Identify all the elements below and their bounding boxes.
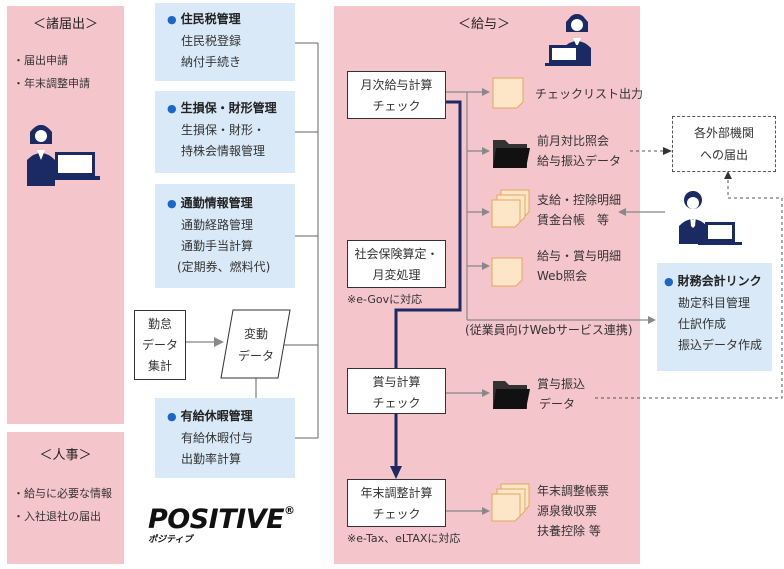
songai-box: ●生損保・財形管理 生損保・財形・ 持株会情報管理 — [155, 91, 295, 173]
web-line: Web照会 — [537, 269, 588, 283]
jinji-panel: ＜人事＞ ・給与に必要な情報 ・入社退社の届出 — [7, 432, 124, 564]
yukyu-box: ●有給休暇管理 有給休暇付与 出勤率計算 — [155, 398, 295, 478]
tsukin-title: 通勤情報管理 — [180, 196, 253, 210]
meisai-line: 賃金台帳 等 — [537, 213, 610, 227]
songai-title: 生損保・財形管理 — [180, 101, 277, 115]
tsukin-line: 通勤手当計算 — [181, 239, 254, 253]
zaimu-title: 財務会計リンク — [677, 274, 762, 288]
shoshodoke-panel: ＜諸届出＞ ・届出申請 ・年末調整申請 — [7, 6, 124, 424]
tsukin-box: ●通勤情報管理 通勤経路管理 通勤手当計算 (定期券、燃料代) — [155, 184, 295, 288]
shoyo-line: チェック — [372, 396, 421, 410]
jinji-title: ＜人事＞ — [39, 448, 92, 463]
zaimu-line: 振込データ作成 — [678, 338, 763, 352]
shoshodoke-item: ・届出申請 — [13, 54, 68, 67]
kintai-box: 勤怠 データ 集計 — [134, 310, 186, 380]
positive-logo: POSITIVE® ポジティブ — [148, 504, 323, 554]
zengetsu-label: 前月対比照会 給与振込データ — [537, 131, 621, 171]
zengetsu-line: 給与振込データ — [537, 154, 622, 168]
person-icon — [545, 14, 591, 66]
bullet-icon: ● — [664, 275, 674, 288]
hendo-line: データ — [237, 349, 274, 363]
gaibu-line: への届出 — [699, 148, 748, 162]
meisai-label: 支給・控除明細 賃金台帳 等 — [537, 190, 621, 230]
jinji-item: ・給与に必要な情報 — [13, 487, 112, 500]
web-service-label: (従業員向けWebサービス連携) — [465, 323, 633, 337]
gaibu-line: 各外部機関 — [693, 126, 754, 140]
tsukin-line: (定期券、燃料代) — [177, 260, 271, 274]
nenmatsu-docs-line: 年末調整帳票 — [537, 484, 610, 498]
web-line: 給与・賞与明細 — [537, 249, 622, 263]
getsuji-box: 月次給与計算 チェック — [347, 71, 446, 119]
shakai-line: 社会保険算定・ — [354, 247, 439, 261]
juminzei-line: 住民税登録 — [181, 34, 242, 48]
shoyo-furikomi-line: データ — [539, 397, 576, 411]
kintai-line: 勤怠 — [147, 317, 172, 331]
zaimu-line: 仕訳作成 — [678, 317, 727, 331]
person-icon — [27, 125, 100, 186]
zaimu-line: 勘定科目管理 — [678, 296, 751, 310]
bullet-icon: ● — [167, 102, 177, 115]
juminzei-line: 納付手続き — [181, 55, 242, 69]
person-icon — [679, 191, 742, 245]
nenmatsu-docs-line: 源泉徴収票 — [537, 504, 598, 518]
meisai-line: 支給・控除明細 — [537, 193, 622, 207]
zaimu-box: ●財務会計リンク 勘定科目管理 仕訳作成 振込データ作成 — [657, 263, 772, 371]
nenmatsu-line: チェック — [372, 507, 421, 521]
nenmatsu-docs-label: 年末調整帳票 源泉徴収票 扶養控除 等 — [537, 481, 609, 541]
bullet-icon: ● — [167, 197, 177, 210]
songai-line: 生損保・財形・ — [181, 123, 266, 137]
shoyo-line: 賞与計算 — [372, 375, 421, 389]
jinji-item: ・入社退社の届出 — [13, 510, 101, 523]
kintai-line: データ — [141, 338, 178, 352]
positive-logo-text: POSITIVE — [148, 504, 285, 535]
yukyu-title: 有給休暇管理 — [180, 409, 253, 423]
nenmatsu-line: 年末調整計算 — [360, 486, 433, 500]
kyuyo-title: ＜給与＞ — [457, 17, 510, 32]
shoshodoke-title: ＜諸届出＞ — [32, 17, 98, 32]
bullet-icon: ● — [167, 410, 177, 423]
juminzei-box: ●住民税管理 住民税登録 納付手続き — [155, 3, 295, 81]
positive-logo-sub: ポジティブ — [148, 535, 193, 545]
nenmatsu-docs-line: 扶養控除 等 — [537, 524, 601, 538]
shoyo-box: 賞与計算 チェック — [347, 368, 446, 414]
zengetsu-line: 前月対比照会 — [537, 134, 610, 148]
nenmatsu-box: 年末調整計算 チェック — [347, 479, 446, 527]
gaibu-box: 各外部機関 への届出 — [672, 116, 776, 172]
hendo-label: 変動 データ — [228, 323, 284, 367]
nenmatsu-note: ※e-Tax、eLTAXに対応 — [347, 532, 461, 545]
registered-mark: ® — [284, 504, 296, 517]
yukyu-line: 出勤率計算 — [181, 452, 242, 466]
bullet-icon: ● — [167, 13, 177, 26]
yukyu-line: 有給休暇付与 — [181, 431, 254, 445]
juminzei-title: 住民税管理 — [180, 12, 241, 26]
shoyo-furikomi-line: 賞与振込 — [537, 377, 586, 391]
shoshodoke-item: ・年末調整申請 — [13, 77, 90, 90]
shakai-note: ※e-Govに対応 — [347, 293, 423, 306]
checklist-label: チェックリスト出力 — [535, 87, 644, 101]
web-label: 給与・賞与明細 Web照会 — [537, 246, 621, 286]
hendo-shape — [220, 309, 291, 379]
shoyo-furikomi-label: 賞与振込 データ — [537, 374, 585, 414]
getsuji-line: チェック — [372, 99, 421, 113]
kintai-line: 集計 — [147, 359, 172, 373]
shakai-line: 月変処理 — [372, 268, 421, 282]
getsuji-line: 月次給与計算 — [360, 78, 433, 92]
hendo-line: 変動 — [243, 327, 268, 341]
tsukin-line: 通勤経路管理 — [181, 218, 254, 232]
songai-line: 持株会情報管理 — [181, 144, 266, 158]
shakai-box: 社会保険算定・ 月変処理 — [347, 240, 446, 288]
